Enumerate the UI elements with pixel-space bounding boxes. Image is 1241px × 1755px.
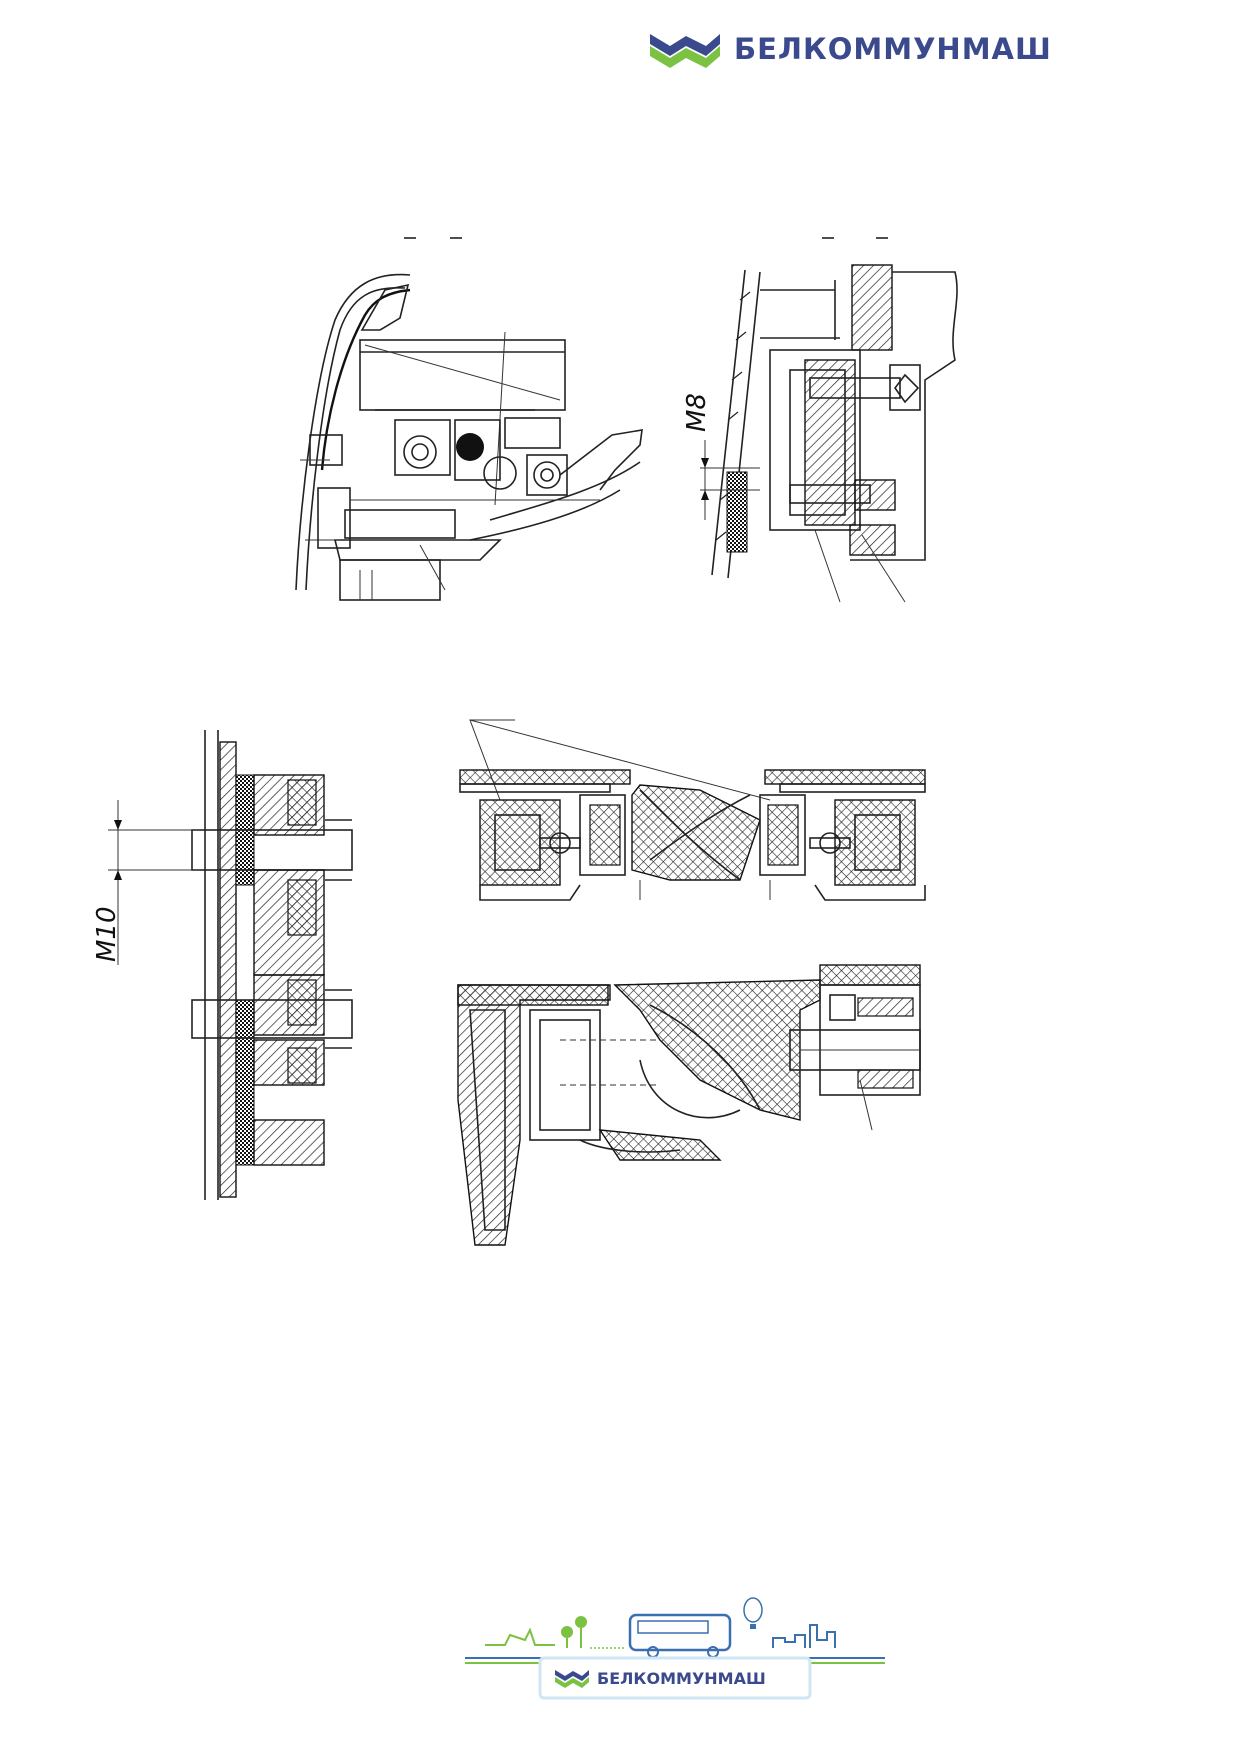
balloon-icon	[743, 1597, 763, 1629]
brand-mark-icon	[650, 34, 720, 68]
header-logo: БЕЛКОММУНМАШ	[648, 28, 1068, 68]
footer-banner: БЕЛКОММУНМАШ	[455, 1590, 895, 1700]
dimension-label-m10: M10	[92, 906, 122, 962]
dimension-label-m8: M8	[682, 393, 712, 432]
footer-logo-text: БЕЛКОММУНМАШ	[597, 1669, 766, 1688]
factory-icon	[772, 1624, 836, 1648]
trees-icon	[561, 1616, 587, 1648]
trolleybus-icon	[628, 1613, 732, 1658]
city-trolleybus-banner	[465, 1597, 885, 1700]
header-logo-text: БЕЛКОММУНМАШ	[734, 32, 1052, 66]
